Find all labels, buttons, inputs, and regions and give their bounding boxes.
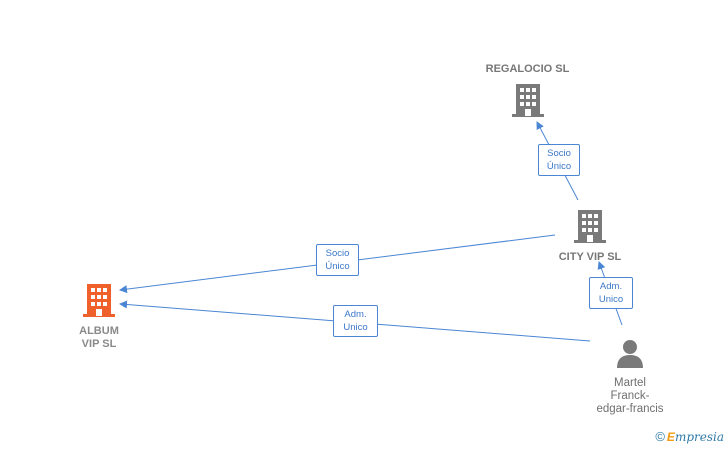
node-regalocio[interactable]: REGALOCIO SL	[470, 63, 585, 123]
node-martel-label-line3: edgar-francis	[596, 403, 664, 415]
building-icon	[83, 284, 115, 317]
edge-label-socio-unico-regalocio: Socio Único	[538, 144, 580, 176]
edge-label-line1: Socio	[325, 248, 350, 259]
node-album-label-line1: ALBUM	[79, 325, 119, 337]
building-icon	[511, 84, 544, 117]
edge-label-line1: Adm.	[344, 309, 367, 320]
edge-label-adm-unico-album: Adm. Unico	[333, 305, 378, 337]
node-regalocio-label: REGALOCIO SL	[485, 63, 570, 75]
node-martel-label-line1: Martel	[614, 377, 646, 389]
node-album-label-line2: VIP SL	[81, 338, 117, 350]
empresia-logo: ©Empresia	[655, 429, 724, 444]
edge-label-line1: Socio	[547, 148, 571, 159]
edge-label-line2: Unico	[598, 294, 624, 305]
node-martel-label-line2: Franck-	[610, 390, 650, 402]
node-cityvip[interactable]: CITY VIP SL	[540, 208, 640, 264]
brand-rest: mpresia	[674, 430, 724, 444]
edge-label-line2: Único	[325, 261, 350, 272]
edge-label-adm-unico-cityvip: Adm. Unico	[589, 277, 633, 309]
person-icon	[617, 340, 643, 368]
node-album[interactable]: ALBUM VIP SL	[60, 282, 138, 351]
building-icon	[574, 210, 606, 243]
node-cityvip-label: CITY VIP SL	[558, 251, 622, 263]
edge-label-line2: Único	[546, 161, 572, 172]
brand-e: E	[666, 430, 675, 444]
edge-label-line2: Unico	[343, 322, 368, 333]
copyright-symbol: ©	[655, 429, 665, 444]
edge-label-socio-unico-album: Socio Único	[316, 244, 359, 276]
node-martel[interactable]: Martel Franck- edgar-francis	[578, 338, 682, 416]
edge-label-line1: Adm.	[599, 281, 623, 292]
